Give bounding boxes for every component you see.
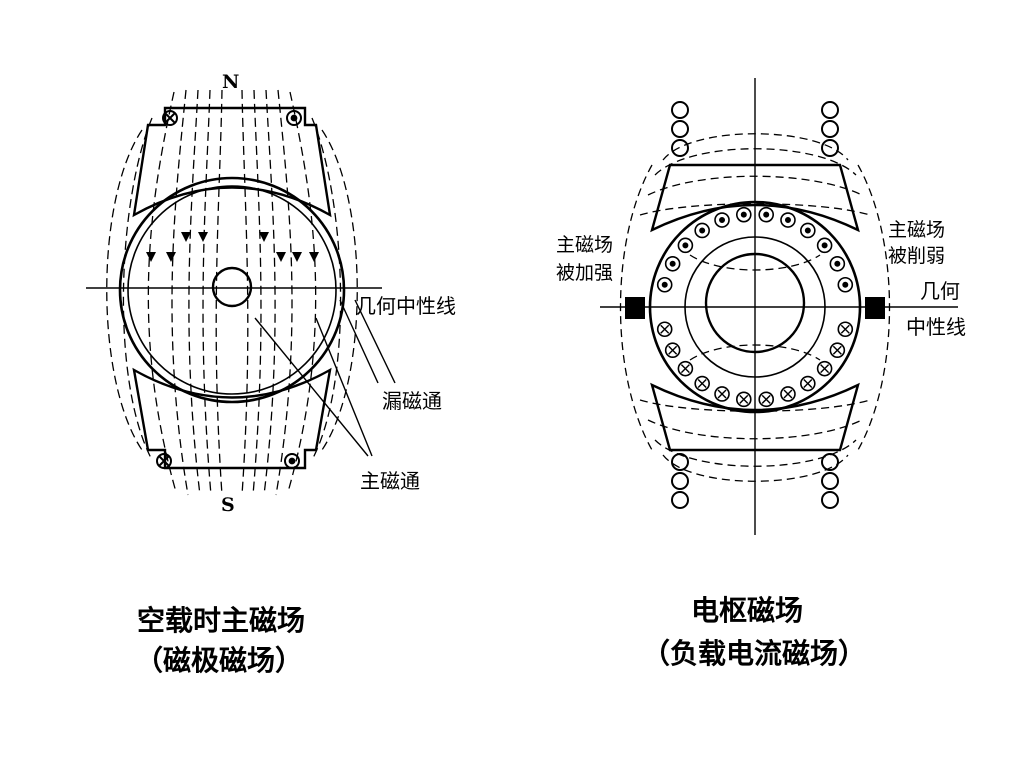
strengthened-label-line2: 被加强: [556, 262, 613, 284]
pole-south-label: S: [221, 494, 235, 516]
conductor-cross: [780, 386, 796, 402]
conductor-cross: [837, 321, 854, 338]
upper-pole-piece: [132, 106, 332, 218]
conductor-dot: [816, 237, 833, 254]
flux-direction-arrows: [146, 232, 319, 262]
conductor-dot: [714, 212, 730, 228]
conductor-dot: [735, 206, 752, 223]
conductor-dot: [694, 222, 710, 239]
armature-field-lines: [619, 133, 891, 482]
right-caption-line1: 电枢磁场: [691, 594, 803, 627]
conductor-dot: [780, 212, 796, 228]
conductor-dot: [677, 237, 694, 254]
leakage-flux-label: 漏磁通: [382, 389, 442, 413]
right-brush: [865, 297, 885, 319]
conductor-dot: [758, 206, 775, 223]
leakage-flux-lines: [106, 117, 358, 461]
conductor-cross: [677, 360, 694, 377]
conductor-cross: [664, 342, 681, 359]
stator-coils: [671, 101, 839, 509]
conductor-dot: [837, 276, 854, 293]
main-flux-label: 主磁通: [360, 469, 420, 493]
conductor-dot: [800, 222, 816, 239]
conductor-cross: [816, 360, 833, 377]
conductor-cross: [758, 391, 775, 408]
conductor-dot: [829, 255, 846, 272]
right-neutral-label-line1: 几何: [920, 279, 960, 303]
conductor-cross: [656, 321, 673, 338]
conductor-cross: [694, 375, 710, 392]
strengthened-label-line1: 主磁场: [556, 234, 613, 256]
right-upper-pole-piece: [650, 163, 860, 233]
main-flux-lines: [147, 89, 317, 496]
left-caption-line2: （磁极磁场）: [135, 644, 303, 677]
conductor-cross: [800, 375, 816, 392]
left-brush: [625, 297, 645, 319]
field-winding-conductors: [156, 110, 302, 469]
shaft-circle: [211, 266, 253, 308]
weakened-label-line2: 被削弱: [888, 245, 945, 267]
armature-inner-circle: [127, 185, 337, 395]
right-neutral-label-line2: 中性线: [906, 315, 966, 339]
conductor-cross: [714, 386, 730, 402]
armature-outer-circle: [118, 176, 346, 404]
right-armature-inner: [684, 236, 826, 378]
right-shaft: [704, 252, 806, 354]
right-caption-line2: （负载电流磁场）: [642, 637, 866, 670]
label-leader-lines: [254, 299, 396, 457]
geometric-neutral-label: 几何中性线: [356, 294, 456, 318]
weakened-label-line1: 主磁场: [888, 219, 945, 241]
pole-north-label: N: [222, 71, 239, 93]
no-load-main-field-diagram: [86, 89, 396, 496]
conductor-dot: [664, 255, 681, 272]
conductor-dot: [656, 276, 673, 293]
left-caption-line1: 空载时主磁场: [137, 604, 305, 637]
conductor-cross: [735, 391, 752, 408]
armature-field-diagram: [600, 78, 958, 535]
armature-conductors: [656, 206, 854, 408]
right-armature-outer: [648, 200, 862, 414]
conductor-cross: [829, 342, 846, 359]
